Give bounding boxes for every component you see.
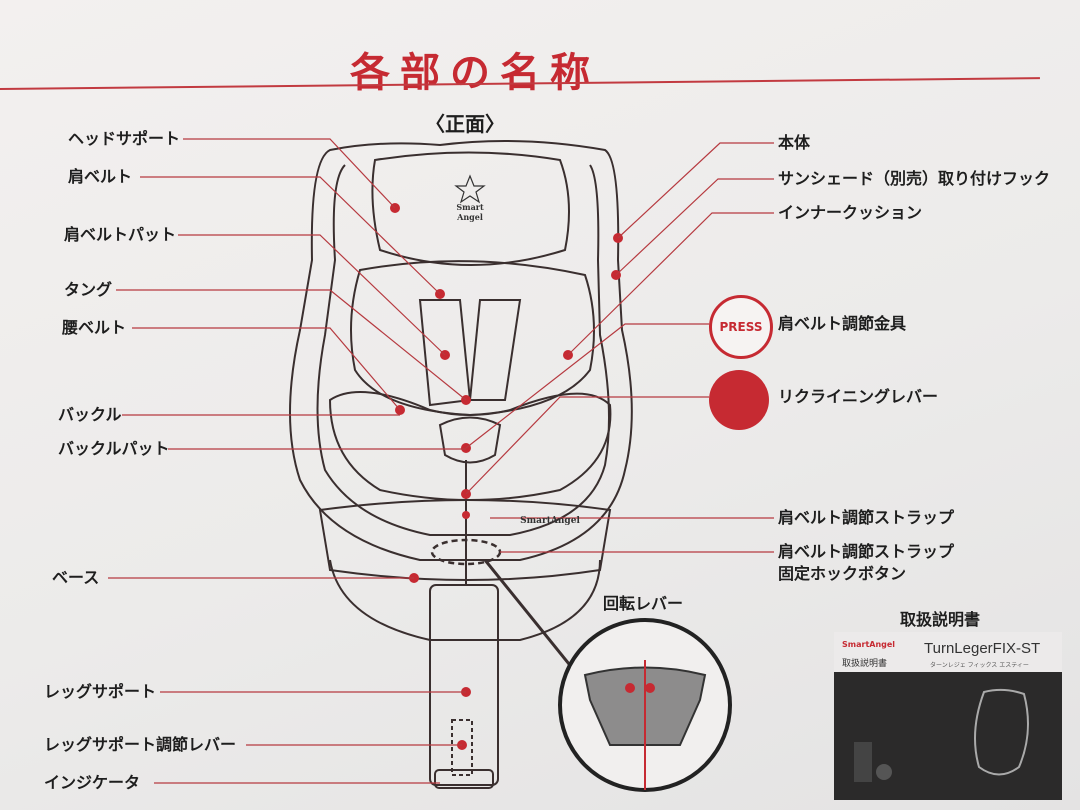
svg-text:Angel: Angel <box>456 212 483 222</box>
label-inner-cushion: インナークッション <box>778 203 923 222</box>
seat-cushion <box>328 391 612 501</box>
label-shoulder-belt: 肩ベルト <box>68 167 133 186</box>
label-indicator: インジケータ <box>44 773 141 792</box>
back-cushion <box>350 260 595 417</box>
label-base: ベース <box>52 568 100 587</box>
headrest-shape <box>371 151 570 266</box>
manual-brand: SmartAngel <box>842 640 896 649</box>
seat-inner-outline <box>316 164 610 536</box>
right-shoulder-belt <box>468 299 522 401</box>
manual-doc-label: 取扱説明書 <box>842 659 888 669</box>
leg-lever-shape <box>451 719 473 776</box>
label-shoulder-pad: 肩ベルトパット <box>64 225 177 244</box>
seat-logo: Smart Angel SmartAngel <box>454 174 580 526</box>
buckle-shape <box>438 416 502 464</box>
press-badge: PRESS <box>709 295 773 359</box>
label-leg-lever: レッグサポート調節レバー <box>44 735 237 754</box>
label-leg-support: レッグサポート <box>44 682 157 701</box>
manual-product: TurnLegerFIX-ST <box>924 640 1041 657</box>
manual-band <box>834 632 1062 672</box>
manual-title: 取扱説明書 <box>900 610 981 629</box>
indicator-shape <box>434 769 494 789</box>
svg-text:SmartAngel: SmartAngel <box>520 516 580 526</box>
label-adjuster: 肩ベルト調節金具 <box>778 314 907 333</box>
label-waist-belt: 腰ベルト <box>62 318 127 337</box>
label-sunshade-hook: サンシェード（別売）取り付けフック <box>778 169 1051 188</box>
manual-cover: SmartAngel 取扱説明書 TurnLegerFIX-ST ターンレジェ … <box>834 632 1062 800</box>
label-head-support: ヘッドサポート <box>68 129 181 148</box>
manual-seat-illustration <box>854 688 1029 782</box>
label-hook-button: 肩ベルト調節ストラップ 固定ホックボタン <box>778 542 955 583</box>
rotation-lever-loupe <box>558 618 732 792</box>
label-buckle: バックル <box>58 405 122 424</box>
svg-text:Smart: Smart <box>456 202 484 212</box>
label-body: 本体 <box>778 133 811 152</box>
page-title: 各部の名称 <box>350 50 600 96</box>
view-label: 〈正面〉 <box>425 112 505 136</box>
manual-product-sub: ターンレジェ フィックス エスティー <box>930 662 1029 669</box>
seat-shell-outline <box>289 140 633 561</box>
recline-badge <box>709 370 769 430</box>
label-recline: リクライニングレバー <box>778 387 939 406</box>
label-buckle-pad: バックルパット <box>58 439 170 458</box>
label-strap: 肩ベルト調節ストラップ <box>778 508 955 527</box>
loupe-title: 回転レバー <box>603 594 684 613</box>
label-tongue: タング <box>64 280 113 299</box>
leg-support-shape <box>429 584 499 786</box>
